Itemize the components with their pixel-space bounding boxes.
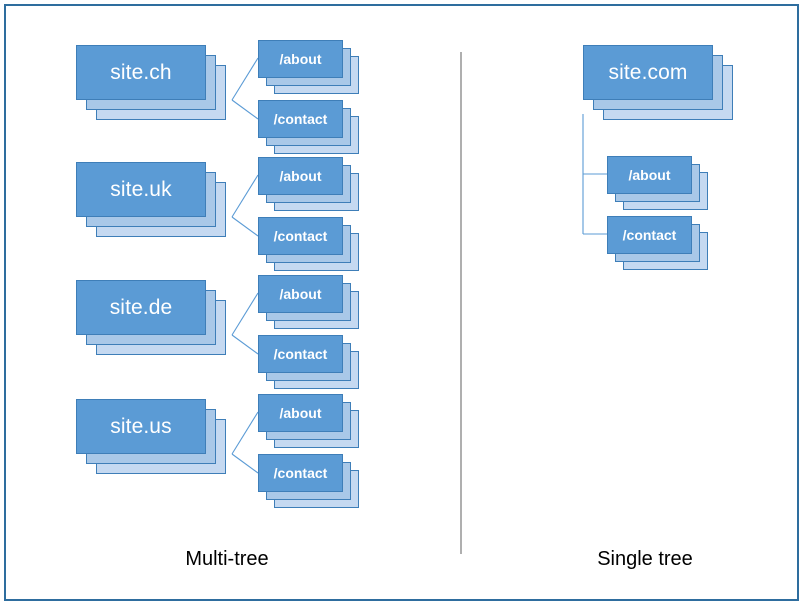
connector-site-us-contact	[231, 453, 259, 474]
node-site-com[interactable]: site.com	[583, 45, 733, 120]
card-front-layer: site.us	[76, 399, 206, 454]
connector-site-us-about	[231, 411, 259, 455]
node-site-com-contact[interactable]: /contact	[607, 216, 708, 270]
node-site-com-about[interactable]: /about	[607, 156, 708, 210]
connector-site-ch-contact	[231, 99, 259, 120]
caption-single-tree: Single tree	[597, 548, 693, 570]
node-site-de-about[interactable]: /about	[258, 275, 359, 329]
node-site-us-about[interactable]: /about	[258, 394, 359, 448]
node-site-ch[interactable]: site.ch	[76, 45, 226, 120]
connector-site-ch-about	[231, 57, 259, 101]
node-site-uk-contact[interactable]: /contact	[258, 217, 359, 271]
node-site-ch-about[interactable]: /about	[258, 40, 359, 94]
card-front-layer: site.uk	[76, 162, 206, 217]
node-site-uk[interactable]: site.uk	[76, 162, 226, 237]
connector-site-uk-about	[231, 174, 259, 218]
card-front-layer: /about	[258, 275, 343, 313]
card-front-layer: site.ch	[76, 45, 206, 100]
node-site-de[interactable]: site.de	[76, 280, 226, 355]
card-front-layer: /about	[258, 40, 343, 78]
caption-multi-tree: Multi-tree	[185, 548, 269, 570]
card-front-layer: /about	[258, 157, 343, 195]
card-front-layer: /contact	[258, 454, 343, 492]
node-site-ch-contact[interactable]: /contact	[258, 100, 359, 154]
card-front-layer: /about	[258, 394, 343, 432]
card-front-layer: /contact	[607, 216, 692, 254]
card-front-layer: /about	[607, 156, 692, 194]
card-front-layer: /contact	[258, 217, 343, 255]
card-front-layer: /contact	[258, 100, 343, 138]
card-front-layer: site.de	[76, 280, 206, 335]
connector-site-de-contact	[231, 334, 259, 355]
node-site-us-contact[interactable]: /contact	[258, 454, 359, 508]
node-site-uk-about[interactable]: /about	[258, 157, 359, 211]
node-site-de-contact[interactable]: /contact	[258, 335, 359, 389]
node-site-us[interactable]: site.us	[76, 399, 226, 474]
card-front-layer: /contact	[258, 335, 343, 373]
connector-site-uk-contact	[231, 216, 259, 237]
connector-site-de-about	[231, 292, 259, 336]
card-front-layer: site.com	[583, 45, 713, 100]
